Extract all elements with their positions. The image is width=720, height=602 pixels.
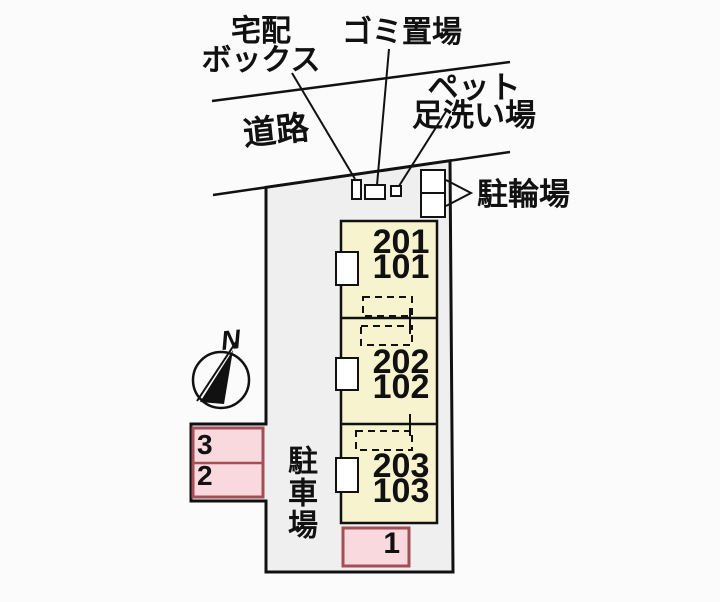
leader-garbage [376,48,390,186]
entrance-unit-1 [335,251,359,286]
parking-space-1-number: 1 [383,527,400,560]
pet-foot-wash-label: ペット 足洗い場 [398,72,550,133]
unit-202: 202 [372,343,430,381]
garbage-structure [364,184,386,200]
pet-foot-wash-label-line1: ペット [427,70,521,105]
unit-label-203-103: 203 103 [353,447,449,510]
road-lower-edge [212,150,511,197]
pet-foot-wash-structure [390,185,402,197]
entrance-unit-3 [335,457,359,493]
compass-needle [200,350,233,404]
stair-dashed-box-1 [362,296,413,317]
pet-foot-wash-label-line2: 足洗い場 [412,98,536,133]
north-indicator-label: N [219,324,242,356]
unit-103: 103 [372,472,430,510]
road-upper-edge [211,60,511,103]
compass-circle [191,350,251,410]
unit-label-201-101: 201 101 [353,223,449,286]
delivery-box-label-line1: 宅配 [231,15,291,48]
stair-dashed-box-2 [360,325,413,346]
bicycle-parking-label: 駐輪場 [477,177,570,212]
parking-lot-label: 駐車場 [283,445,316,541]
delivery-box-structure [351,179,362,200]
bicycle-parking-arrow [445,179,474,207]
delivery-box-label-line2: ボックス [201,44,321,77]
parking-space-3-number: 3 [197,429,213,460]
parking-space-2-number: 2 [197,460,213,491]
compass-axis [196,341,237,402]
unit-102: 102 [372,368,430,406]
stair-dashed-box-3 [355,430,413,451]
unit-201: 201 [372,223,430,261]
road-label: 道路 [241,108,311,153]
unit-label-202-102: 202 102 [353,343,449,406]
unit-101: 101 [372,248,430,286]
entrance-unit-2 [335,357,359,391]
unit-203: 203 [372,447,430,485]
garbage-area-label: ゴミ置場 [342,16,462,49]
delivery-box-label: 宅配 ボックス [196,15,326,77]
leader-pet-foot-wash [398,109,448,187]
leader-delivery-box [291,72,356,180]
parking-space-1 [341,526,411,568]
